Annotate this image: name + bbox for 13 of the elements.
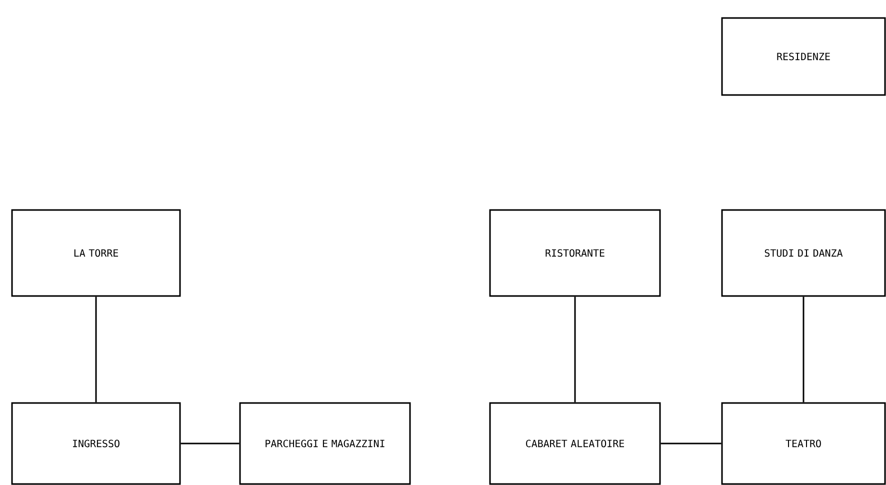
place-box: PARCHEGGI E MAGAZZINI xyxy=(239,402,411,485)
connector-line xyxy=(802,296,804,402)
connector-line xyxy=(574,296,576,402)
place-box: RESIDENZE xyxy=(721,17,886,96)
place-box: TEATRO xyxy=(721,402,886,485)
place-box: RISTORANTE xyxy=(489,209,661,297)
connector-line xyxy=(95,296,97,402)
place-box: STUDI DI DANZA xyxy=(721,209,886,297)
connector-line xyxy=(180,442,240,444)
connector-line xyxy=(660,442,722,444)
place-box: LA TORRE xyxy=(11,209,181,297)
place-box: INGRESSO xyxy=(11,402,181,485)
place-box: CABARET ALEATOIRE xyxy=(489,402,661,485)
